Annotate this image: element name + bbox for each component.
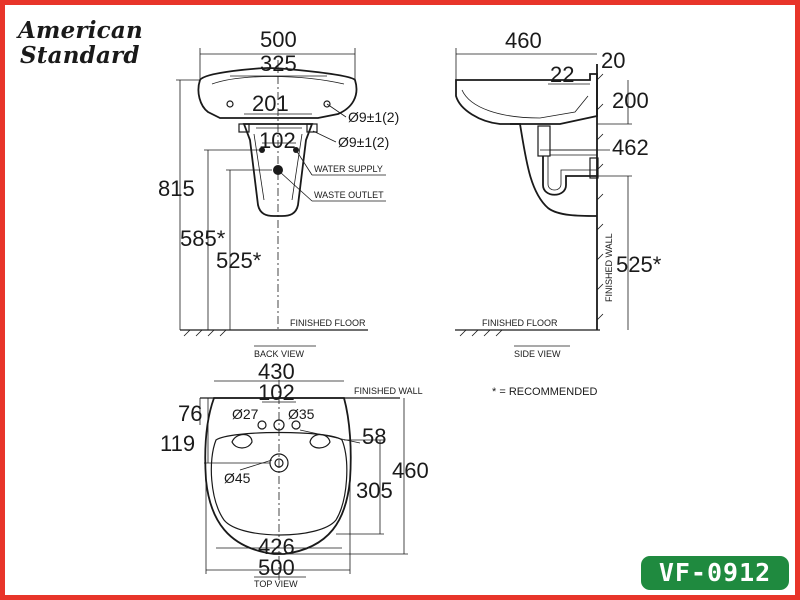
label-hole-1: Ø9±1(2) xyxy=(348,109,399,125)
brand-logo: American Standard xyxy=(18,18,143,68)
top-hole-left xyxy=(257,420,267,430)
back-view: 500 325 201 102 Ø9±1(2) Ø9±1(2) WATER SU… xyxy=(158,27,399,359)
dim-side-200: 200 xyxy=(612,88,649,113)
back-hole-right xyxy=(323,100,331,108)
back-floor-hatch xyxy=(183,329,227,337)
label-waste-outlet: WASTE OUTLET xyxy=(314,190,384,200)
leader-hole-1 xyxy=(326,103,347,118)
back-hole-left xyxy=(226,100,234,108)
label-dia27: Ø27 xyxy=(232,406,259,422)
dim-back-500: 500 xyxy=(260,27,297,52)
back-pedestal-inner-side-r xyxy=(291,133,303,201)
dim-top-430: 430 xyxy=(258,359,295,384)
back-basin-rim xyxy=(211,76,345,85)
back-bracket-left xyxy=(238,123,250,133)
back-bracket-right xyxy=(306,123,318,133)
dim-top-58-line xyxy=(299,429,361,444)
side-pedestal xyxy=(510,123,598,217)
dim-side-525: 525* xyxy=(616,252,662,277)
leader-dia45 xyxy=(239,459,273,471)
label-finished-floor-back: FINISHED FLOOR xyxy=(290,318,366,328)
top-hole-right xyxy=(291,420,301,430)
side-wall-hatch xyxy=(596,73,604,321)
label-finished-floor-side: FINISHED FLOOR xyxy=(482,318,558,328)
label-dia45: Ø45 xyxy=(224,470,251,486)
label-finished-wall-vertical: FINISHED WALL xyxy=(604,233,614,302)
dim-top-119: 119 xyxy=(160,431,195,456)
top-bowl-outline xyxy=(210,431,348,536)
dim-back-585: 585* xyxy=(180,226,226,251)
side-trap xyxy=(542,156,597,196)
label-recommended-note: * = RECOMMENDED xyxy=(492,386,597,398)
dim-side-20: 20 xyxy=(601,48,625,73)
side-drain xyxy=(537,125,551,157)
dim-back-201: 201 xyxy=(252,91,289,116)
leader-waste-outlet xyxy=(279,171,313,202)
top-overflow-right xyxy=(309,433,331,449)
dim-top-460: 460 xyxy=(392,458,429,483)
label-back-view: BACK VIEW xyxy=(254,349,305,359)
back-pedestal-inner-side-l xyxy=(253,133,265,201)
top-view: FINISHED WALL 430 102 76 119 Ø xyxy=(160,359,429,589)
back-pedestal xyxy=(242,123,314,217)
dim-side-22: 22 xyxy=(550,62,574,87)
label-side-view: SIDE VIEW xyxy=(514,349,561,359)
label-top-view: TOP VIEW xyxy=(254,579,298,589)
dim-top-305: 305 xyxy=(356,478,393,503)
dim-top-500: 500 xyxy=(258,555,295,580)
dim-top-102: 102 xyxy=(258,380,295,405)
label-finished-wall-top: FINISHED WALL xyxy=(354,386,423,396)
side-basin-inner xyxy=(461,89,589,119)
dim-side-460: 460 xyxy=(505,28,542,53)
side-basin-outline xyxy=(455,73,598,125)
dim-back-815: 815 xyxy=(158,176,195,201)
dim-back-325: 325 xyxy=(260,51,297,76)
dim-top-58: 58 xyxy=(362,424,386,449)
side-view: 460 20 22 200 462 525* FINISHED WALL FIN… xyxy=(455,28,662,398)
dim-back-102: 102 xyxy=(259,128,296,153)
brand-line-2: Standard xyxy=(20,42,140,69)
side-trap-inner xyxy=(547,156,597,191)
brand-line-1: American xyxy=(18,17,143,44)
leader-hole-2 xyxy=(312,130,337,143)
model-code-badge: VF-0912 xyxy=(641,556,789,590)
dim-top-76: 76 xyxy=(178,401,202,426)
side-supply-valve xyxy=(589,157,599,179)
dim-side-462: 462 xyxy=(612,135,649,160)
leader-water-supply xyxy=(295,149,313,176)
side-floor-hatch xyxy=(459,329,503,337)
top-overflow-left xyxy=(231,433,253,449)
label-hole-2: Ø9±1(2) xyxy=(338,134,389,150)
dim-back-525: 525* xyxy=(216,248,262,273)
label-dia35: Ø35 xyxy=(288,406,315,422)
dim-top-426: 426 xyxy=(258,534,295,559)
label-water-supply: WATER SUPPLY xyxy=(314,164,383,174)
